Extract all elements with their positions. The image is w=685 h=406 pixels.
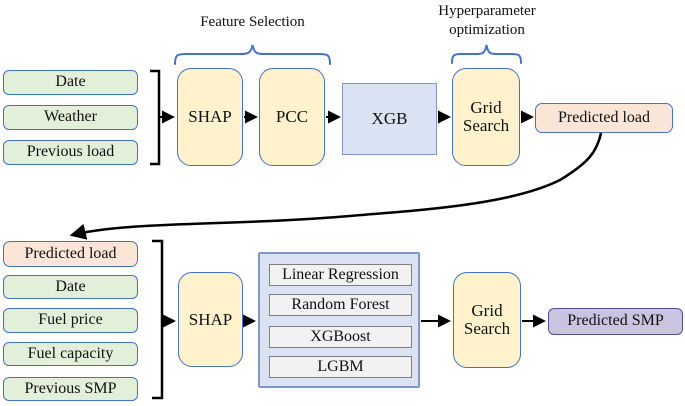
input-date-2: Date [3, 275, 138, 299]
output-predicted-load: Predicted load [535, 103, 673, 133]
node-shap-stage1: SHAP [177, 68, 243, 166]
node-xgb: XGB [342, 83, 437, 155]
input-weather: Weather [3, 105, 138, 130]
input-group-bracket-stage2 [152, 239, 164, 400]
model-lgbm: LGBM [269, 356, 412, 378]
feature-selection-brace [174, 44, 331, 65]
input-group-bracket-stage1 [150, 69, 161, 166]
hyperparameter-optimization-label: Hyperparameter optimization [438, 3, 536, 38]
feature-selection-label: Feature Selection [200, 14, 305, 30]
hyperparameter-brace [451, 44, 522, 64]
model-random-forest: Random Forest [269, 294, 412, 316]
arrow-predicted-load-to-stage2 [69, 132, 603, 240]
node-pcc: PCC [259, 68, 325, 166]
model-linear-regression: Linear Regression [269, 264, 412, 286]
model-ensemble-container: Linear Regression Random Forest XGBoost … [258, 252, 420, 388]
input-fuel-capacity: Fuel capacity [3, 342, 138, 366]
input-predicted-load: Predicted load [3, 241, 138, 267]
input-previous-load: Previous load [3, 140, 138, 165]
model-xgboost: XGBoost [269, 326, 412, 348]
node-shap-stage2: SHAP [178, 272, 243, 367]
node-grid-search-stage2: Grid Search [453, 272, 521, 368]
output-predicted-smp: Predicted SMP [548, 308, 683, 335]
input-fuel-price: Fuel price [3, 308, 138, 333]
input-date: Date [3, 70, 138, 95]
node-grid-search-stage1: Grid Search [452, 68, 520, 166]
input-previous-smp: Previous SMP [3, 377, 138, 401]
